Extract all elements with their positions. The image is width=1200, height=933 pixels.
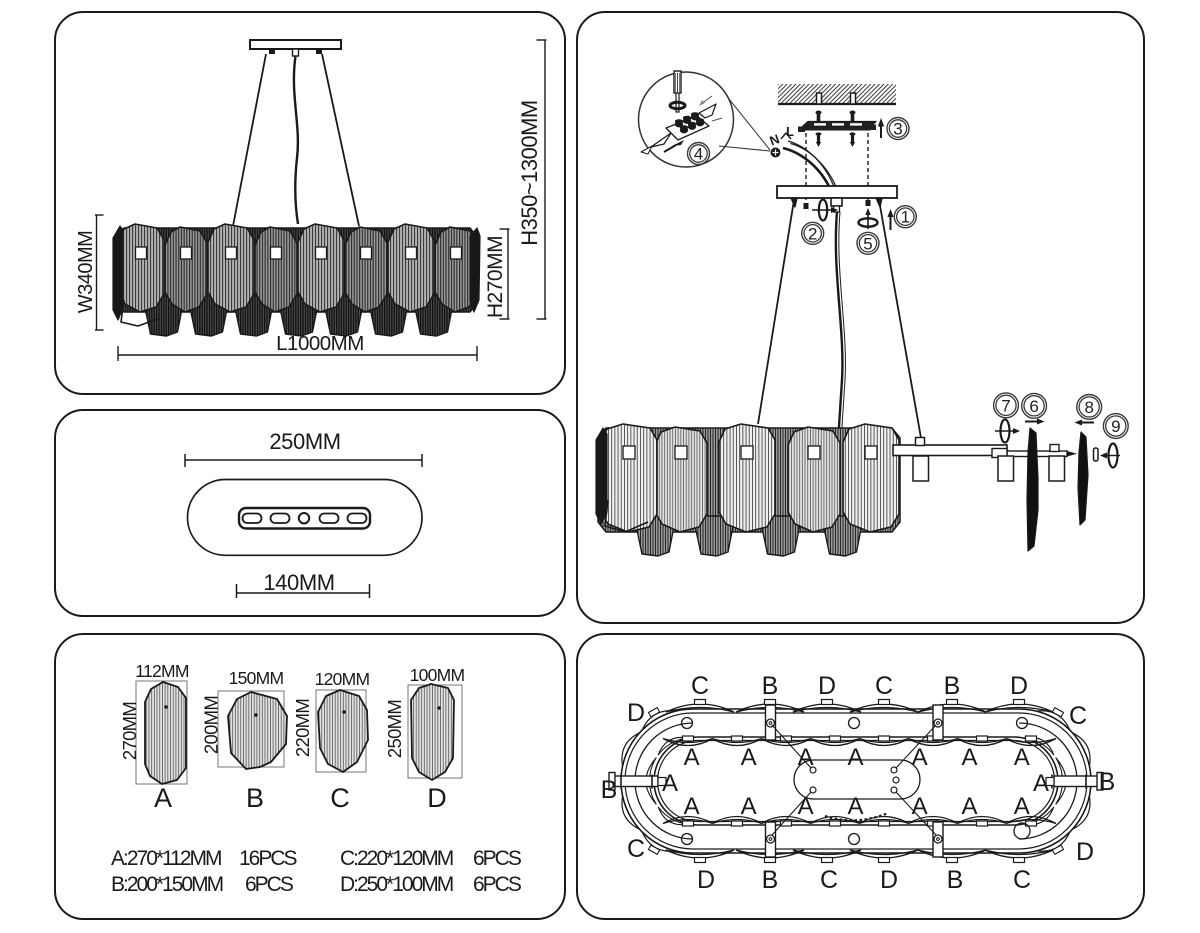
svg-text:6PCS: 6PCS — [473, 847, 522, 870]
svg-text:B: B — [762, 866, 779, 894]
svg-text:D: D — [1076, 838, 1094, 866]
svg-text:C: C — [875, 672, 893, 700]
svg-text:A:270*112MM: A:270*112MM — [111, 847, 221, 870]
svg-text:16PCS: 16PCS — [239, 847, 298, 870]
svg-text:5: 5 — [863, 234, 872, 253]
svg-text:A: A — [684, 793, 700, 820]
svg-text:270MM: 270MM — [119, 702, 140, 760]
svg-text:D: D — [880, 866, 898, 894]
svg-text:B: B — [246, 783, 264, 813]
svg-text:C: C — [691, 672, 709, 700]
svg-text:H350~1300MM: H350~1300MM — [517, 100, 542, 246]
svg-text:C: C — [820, 866, 838, 894]
svg-text:C: C — [1069, 702, 1087, 730]
svg-text:A: A — [1014, 793, 1030, 820]
svg-text:A: A — [1033, 770, 1049, 797]
svg-text:C: C — [330, 783, 350, 813]
svg-text:7: 7 — [1001, 396, 1010, 415]
svg-text:C: C — [1013, 866, 1031, 894]
svg-text:112MM: 112MM — [135, 661, 189, 681]
svg-text:250MM: 250MM — [384, 700, 405, 758]
svg-text:D:250*100MM: D:250*100MM — [340, 873, 453, 896]
svg-text:B: B — [601, 776, 618, 804]
svg-text:D: D — [427, 783, 447, 813]
svg-text:A: A — [662, 770, 678, 797]
svg-text:D: D — [627, 699, 645, 727]
svg-text:L1000MM: L1000MM — [276, 332, 364, 355]
svg-text:250MM: 250MM — [269, 429, 340, 454]
svg-text:6PCS: 6PCS — [245, 873, 294, 896]
svg-text:3: 3 — [893, 120, 902, 139]
svg-text:B: B — [1099, 768, 1116, 796]
svg-text:140MM: 140MM — [263, 570, 334, 595]
svg-text:D: D — [1010, 672, 1028, 700]
svg-text:A: A — [154, 783, 172, 813]
svg-text:L: L — [786, 124, 794, 139]
svg-text:150MM: 150MM — [229, 668, 284, 688]
svg-text:6: 6 — [1029, 397, 1038, 416]
svg-text:220MM: 220MM — [292, 699, 313, 757]
svg-text:A: A — [798, 744, 814, 771]
svg-text:B:200*150MM: B:200*150MM — [111, 873, 223, 896]
svg-text:8: 8 — [1084, 398, 1093, 417]
svg-text:C:220*120MM: C:220*120MM — [340, 847, 453, 870]
svg-text:A: A — [684, 744, 700, 771]
svg-text:A: A — [798, 793, 814, 820]
svg-text:100MM: 100MM — [410, 665, 465, 685]
svg-text:B: B — [944, 672, 961, 700]
svg-text:A: A — [912, 793, 928, 820]
svg-text:A: A — [741, 793, 757, 820]
svg-text:A: A — [741, 744, 757, 771]
svg-text:9: 9 — [1111, 417, 1120, 436]
svg-text:A: A — [961, 793, 977, 820]
svg-text:B: B — [762, 672, 779, 700]
svg-text:A: A — [847, 793, 863, 820]
svg-text:H270MM: H270MM — [484, 236, 507, 318]
svg-text:A: A — [961, 744, 977, 771]
svg-text:W340MM: W340MM — [75, 231, 97, 314]
svg-text:4: 4 — [694, 145, 703, 164]
svg-text:1: 1 — [901, 208, 910, 227]
svg-text:A: A — [847, 744, 863, 771]
svg-text:A: A — [912, 744, 928, 771]
svg-text:C: C — [627, 835, 645, 863]
svg-text:2: 2 — [808, 224, 817, 243]
svg-text:A: A — [1014, 744, 1030, 771]
svg-text:D: D — [697, 866, 715, 894]
svg-text:B: B — [947, 866, 964, 894]
svg-text:6PCS: 6PCS — [473, 873, 522, 896]
svg-text:200MM: 200MM — [201, 696, 222, 754]
svg-text:120MM: 120MM — [315, 669, 370, 689]
svg-text:D: D — [818, 672, 836, 700]
